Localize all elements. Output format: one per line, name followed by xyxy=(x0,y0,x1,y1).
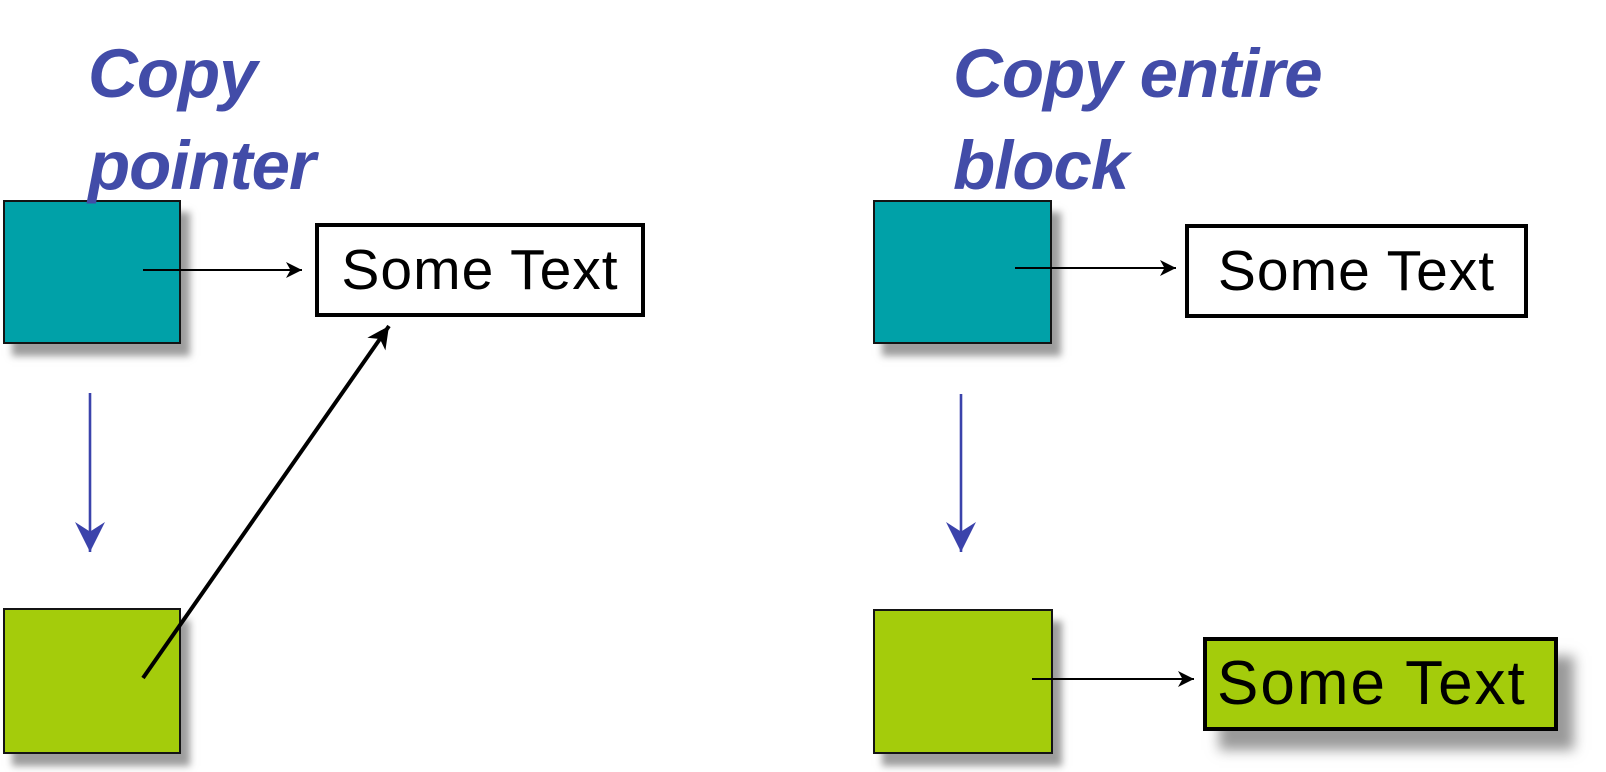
right-copied-text-box: Some Text xyxy=(1203,637,1558,731)
left-shared-text-box: Some Text xyxy=(315,223,645,317)
right-original-text-box: Some Text xyxy=(1185,224,1528,318)
right-copied-pointer-square xyxy=(873,609,1053,754)
copy-entire-block-title: Copy entire block xyxy=(953,35,1323,204)
copy-pointer-title: Copy pointer xyxy=(88,35,316,204)
left-original-pointer-square xyxy=(3,200,181,344)
left-copied-pointer-square xyxy=(3,608,181,754)
right-original-pointer-square xyxy=(873,200,1052,344)
